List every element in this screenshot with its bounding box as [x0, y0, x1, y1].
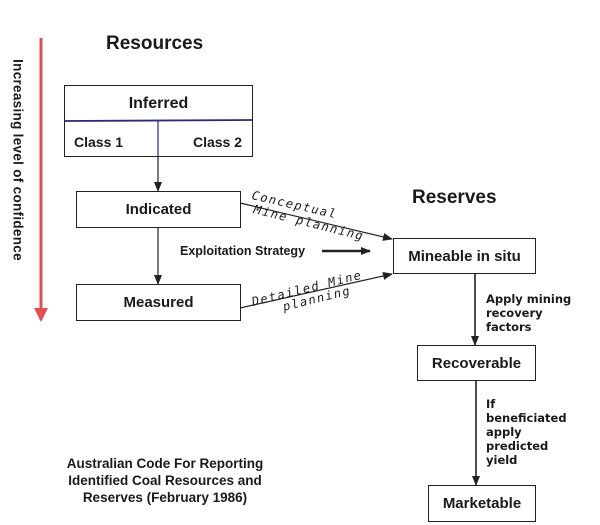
inferred-box: Inferred Class 1 Class 2: [64, 85, 253, 157]
yield-note-line: predicted: [486, 439, 549, 453]
resources-heading: Resources: [106, 33, 204, 54]
class-1-label: Class 1: [74, 134, 124, 150]
yield-note-line: If: [486, 397, 496, 411]
caption-line: Reserves (February 1986): [82, 490, 248, 505]
yield-note: If beneficiated apply predicted yield: [486, 397, 567, 467]
yield-note-line: apply: [486, 425, 522, 439]
inferred-divider-line: [64, 119, 253, 122]
yield-note-line: beneficiated: [486, 411, 567, 425]
recovery-note: Apply mining recovery factors: [486, 292, 571, 334]
recovery-note-line: recovery: [486, 306, 543, 320]
marketable-box: Marketable: [428, 485, 536, 522]
recovery-note-line: factors: [486, 320, 532, 334]
mineable-in-situ-label: Mineable in situ: [408, 247, 521, 265]
measured-box: Measured: [76, 284, 241, 321]
caption-line: Identified Coal Resources and: [68, 473, 262, 488]
reserves-heading: Reserves: [412, 187, 497, 208]
measured-label: Measured: [123, 294, 194, 311]
confidence-axis-label: Increasing level of confidence: [10, 59, 26, 261]
recoverable-box: Recoverable: [417, 345, 536, 381]
yield-note-line: yield: [486, 453, 518, 467]
recovery-note-line: Apply mining: [486, 292, 572, 306]
recoverable-label: Recoverable: [431, 354, 522, 372]
exploitation-strategy-label: Exploitation Strategy: [180, 244, 306, 258]
class-2-label: Class 2: [192, 134, 242, 150]
conceptual-planning-arrow: [239, 202, 393, 241]
indicated-label: Indicated: [125, 201, 192, 218]
diagram-caption: Australian Code For Reporting Identified…: [40, 455, 290, 506]
indicated-box: Indicated: [76, 191, 241, 228]
caption-line: Australian Code For Reporting: [66, 456, 264, 471]
detailed-planning-arrow: [239, 272, 393, 309]
mineable-in-situ-box: Mineable in situ: [393, 238, 536, 274]
marketable-label: Marketable: [442, 495, 522, 512]
inferred-label: Inferred: [128, 94, 189, 112]
